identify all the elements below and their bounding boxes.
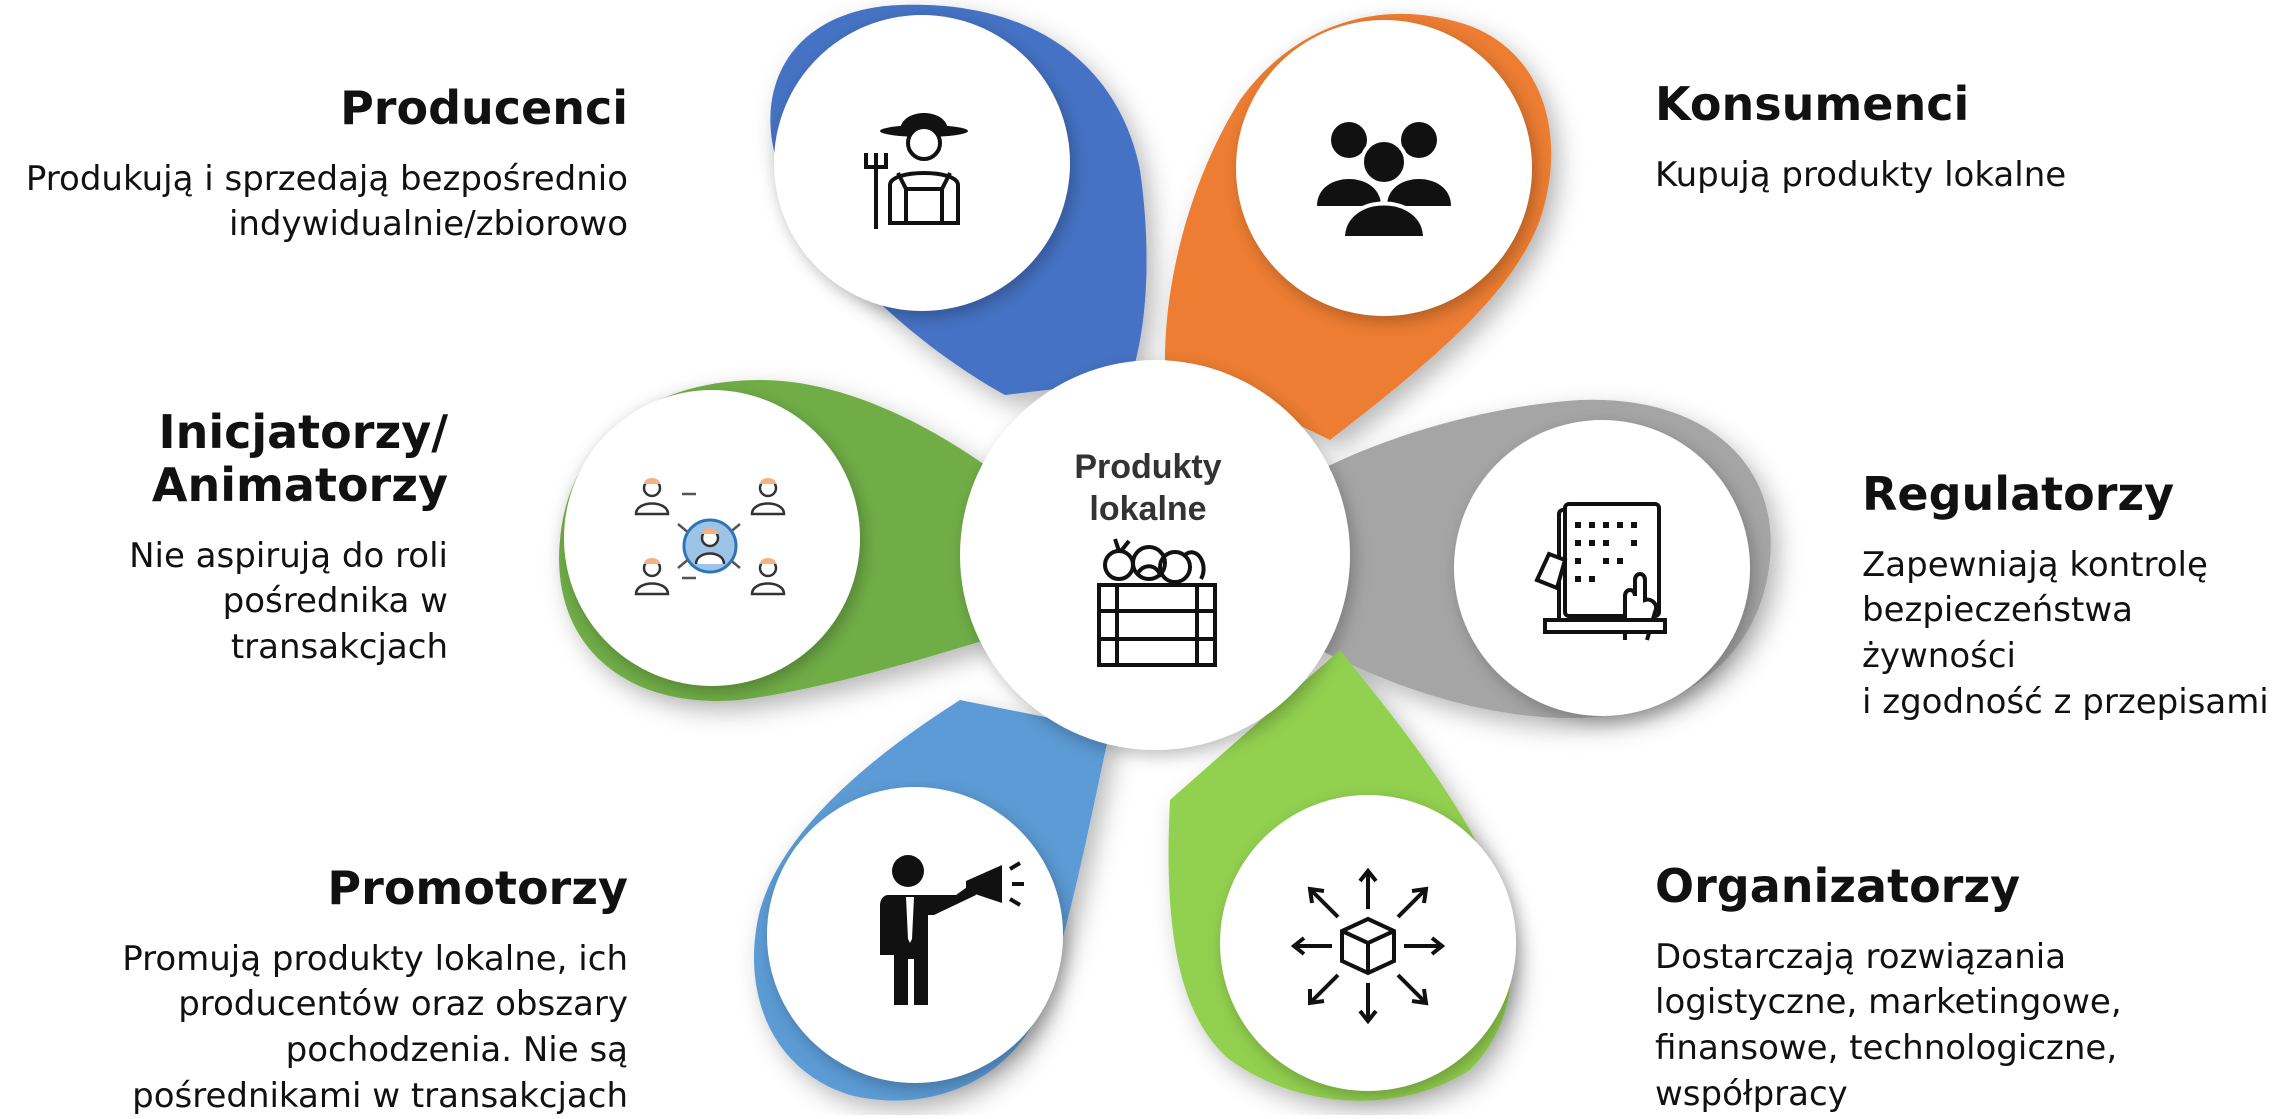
node-title-regulatorzy: Regulatorzy	[1862, 467, 2175, 521]
node-description-konsumenci: Kupują produkty lokalne	[1655, 154, 2067, 195]
center-title-line2: lokalne	[1089, 490, 1206, 528]
node-label-organizatorzy: Organizatorzy Dostarczają rozwiązania lo…	[1655, 860, 2215, 1117]
center-circle	[960, 360, 1350, 750]
megaphone-speaker-icon	[880, 855, 1024, 1005]
node-title-producenci: Producenci	[340, 81, 628, 135]
network-people-icon	[634, 478, 786, 596]
node-description-organizatorzy: Dostarczają rozwiązania logistyczne, mar…	[1655, 936, 2122, 1114]
node-title-promotorzy: Promotorzy	[327, 861, 628, 915]
node-title-konsumenci: Konsumenci	[1655, 77, 1970, 131]
node-label-inicjatorzy: Inicjatorzy/ Animatorzy Nie aspirują do …	[0, 406, 448, 670]
node-label-regulatorzy: Regulatorzy Zapewniają kontrolę bezpiecz…	[1862, 468, 2282, 725]
vegetable-crate-icon	[1097, 538, 1217, 667]
checklist-hand-icon	[1534, 502, 1667, 641]
node-title-inicjatorzy: Inicjatorzy/ Animatorzy	[151, 405, 448, 512]
node-title-organizatorzy: Organizatorzy	[1655, 859, 2021, 913]
package-distribution-icon	[1290, 867, 1446, 1025]
node-description-producenci: Produkują i sprzedają bezpośrednio indyw…	[25, 158, 628, 245]
node-description-regulatorzy: Zapewniają kontrolę bezpieczeństwa żywno…	[1862, 544, 2269, 722]
people-group-icon	[1317, 122, 1451, 240]
node-circle-producenci	[774, 15, 1070, 311]
node-description-inicjatorzy: Nie aspirują do roli pośrednika w transa…	[129, 535, 448, 667]
center-title-line1: Produkty	[1074, 448, 1221, 486]
node-description-promotorzy: Promują produkty lokalne, ich producentó…	[122, 938, 628, 1116]
node-label-promotorzy: Promotorzy Promują produkty lokalne, ich…	[20, 862, 628, 1119]
node-label-konsumenci: Konsumenci Kupują produkty lokalne	[1655, 78, 2255, 198]
node-label-producenci: Producenci Produkują i sprzedają bezpośr…	[20, 82, 628, 248]
farmer-icon	[864, 113, 968, 229]
